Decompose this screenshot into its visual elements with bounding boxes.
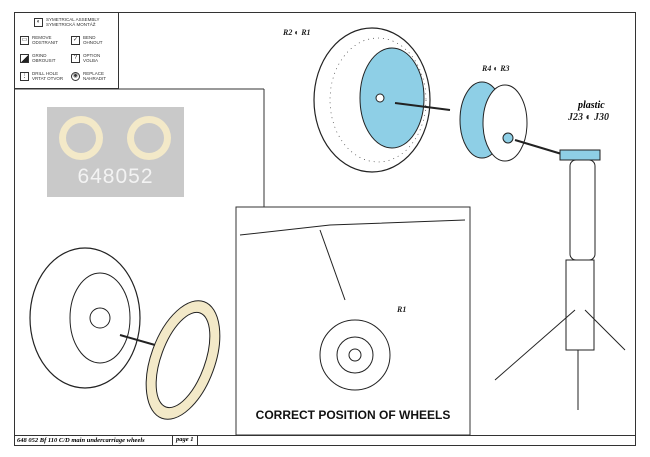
correct-position-drawing (239, 219, 466, 391)
legend-text: REMOVE ODSTRANIT (32, 35, 59, 45)
legend-text: OPTION VOLBA (83, 53, 101, 63)
legend-bend: ✓BEND OHNOUT (71, 35, 103, 45)
legend-text: DRILL HOLE VRTAT OTVOR (32, 71, 64, 81)
fret-number: 648052 (77, 165, 154, 188)
correct-position-caption: CORRECT POSITION OF WHEELS (255, 408, 451, 422)
wheel-tire-drawing (313, 27, 431, 173)
footer-title: 648 052 Bf 110 C/D main undercarriage wh… (17, 437, 145, 444)
part-r3: R3 (500, 64, 510, 73)
legend-replace: ◉REPLACE NAHRADIT (71, 71, 106, 81)
legend-grind: GRIND OBROUSIT (20, 53, 56, 63)
legend-text: SYMETRICAL ASSEMBLY SYMETRICKÁ MONTÁŽ (46, 17, 100, 27)
assembly-arrow (514, 139, 566, 156)
undercarriage-leg-drawing (494, 149, 626, 410)
legend-text: GRIND OBROUSIT (32, 53, 56, 63)
part-label-r2-r1: R2 ◐ R1 (283, 28, 311, 37)
part-label-j23-j30: J23 ◐ J30 (568, 112, 610, 123)
bend-icon: ✓ (71, 35, 80, 45)
wheel-side-drawing (29, 247, 141, 389)
legend-drill: ⋮DRILL HOLE VRTAT OTVOR (20, 71, 63, 81)
yin-yang-icon: ◐ (34, 17, 43, 27)
remove-icon: ▭ (20, 35, 29, 45)
replace-icon: ◉ (71, 71, 80, 81)
legend-option: ?OPTION VOLBA (71, 53, 100, 63)
question-icon: ? (71, 53, 80, 63)
legend-text: REPLACE NAHRADIT (83, 71, 107, 81)
part-r4: R4 (482, 64, 492, 73)
assembly-arrow (394, 102, 451, 111)
footer: 648 052 Bf 110 C/D main undercarriage wh… (14, 435, 636, 447)
grind-icon (20, 53, 29, 63)
part-r1: R1 (301, 28, 311, 37)
part-label-r4-r3: R4 ◐ R3 (482, 64, 510, 73)
legend-remove: ▭REMOVE ODSTRANIT (20, 35, 58, 45)
legend-text: BEND OHNOUT (83, 35, 103, 45)
wheel-hub-drawing (459, 81, 528, 162)
sheet-frame (14, 12, 636, 446)
symbol-legend: ◐SYMETRICAL ASSEMBLY SYMETRICKÁ MONTÁŽ ▭… (14, 12, 119, 89)
part-j30: J30 (594, 112, 610, 123)
legend-symmetrical: ◐SYMETRICAL ASSEMBLY SYMETRICKÁ MONTÁŽ (34, 17, 100, 27)
part-r2: R2 (283, 28, 293, 37)
plastic-label: plastic (578, 100, 605, 111)
part-r1-detail: R1 (397, 305, 407, 314)
photo-etch-fret: 648052 (47, 107, 184, 197)
drill-icon: ⋮ (20, 71, 29, 81)
page-number: page 1 (172, 436, 198, 446)
part-j23: J23 (568, 112, 583, 123)
